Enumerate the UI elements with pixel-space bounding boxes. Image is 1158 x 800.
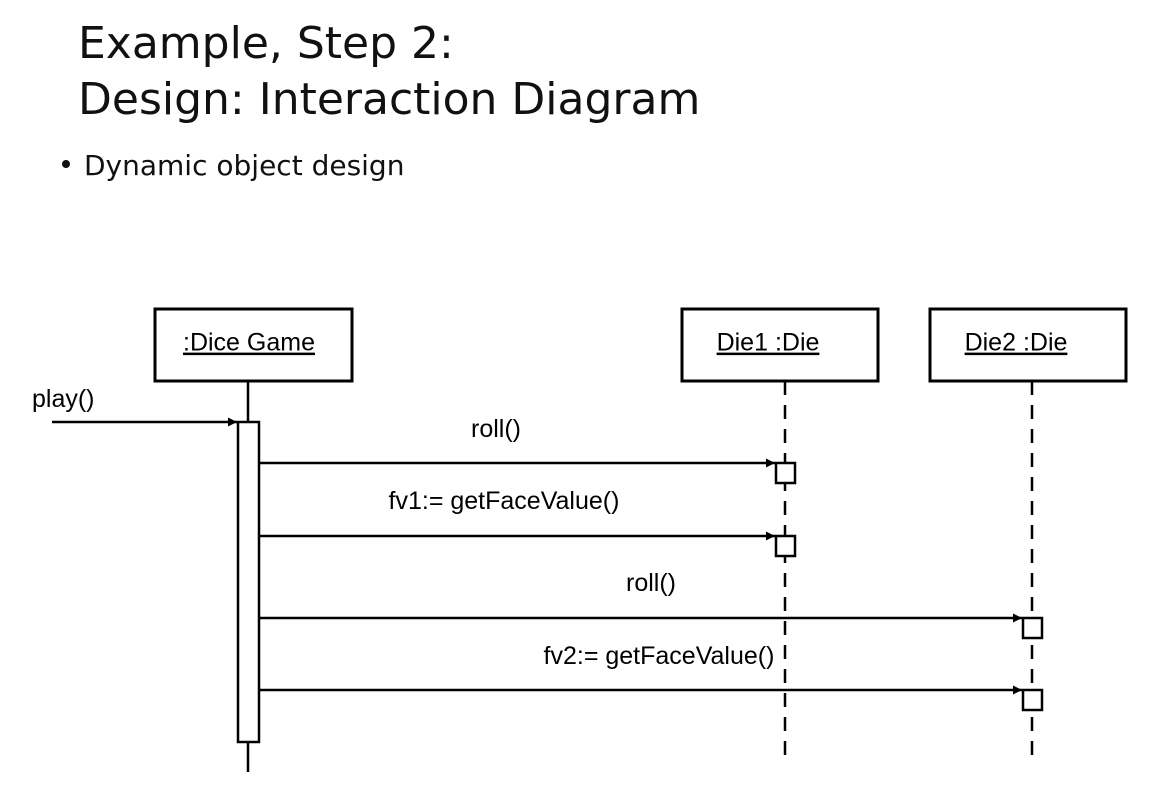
activation-box-die1-roll (774, 461, 797, 485)
slide-title-line-1: Example, Step 2: (78, 18, 454, 69)
object-die1-label: Die1 :Die (717, 329, 820, 357)
bullet-text: Dynamic object design (84, 149, 405, 182)
message-die2-roll: roll() (259, 569, 1022, 623)
object-dice-game-label: :Dice Game (183, 329, 315, 357)
slide-title-line-2: Design: Interaction Diagram (78, 74, 701, 125)
message-die1-getfacevalue-label: fv1:= getFaceValue() (389, 487, 620, 515)
activation-bar-dice-game (236, 420, 261, 744)
bullet-dot-icon (62, 160, 70, 168)
message-die1-roll: roll() (259, 415, 775, 468)
object-die1: Die1 :Die (680, 307, 880, 383)
message-die1-roll-label: roll() (471, 415, 521, 443)
object-die2: Die2 :Die (928, 307, 1128, 383)
object-dice-game: :Dice Game (153, 307, 354, 383)
message-die1-getfacevalue: fv1:= getFaceValue() (259, 487, 775, 541)
bullet-point: Dynamic object design (62, 148, 404, 184)
object-die2-label: Die2 :Die (965, 329, 1068, 357)
message-die2-roll-label: roll() (626, 569, 676, 597)
slide-title: Example, Step 2: Design: Interaction Dia… (78, 16, 700, 128)
message-die2-getfacevalue-label: fv2:= getFaceValue() (544, 642, 775, 670)
message-play-label: play() (32, 385, 95, 413)
activation-box-die2-roll (1021, 616, 1044, 640)
message-die2-getfacevalue: fv2:= getFaceValue() (259, 642, 1022, 695)
activation-box-die1-getfacevalue (774, 534, 797, 558)
message-play: play() (32, 385, 237, 427)
activation-box-die2-getfacevalue (1021, 688, 1044, 712)
